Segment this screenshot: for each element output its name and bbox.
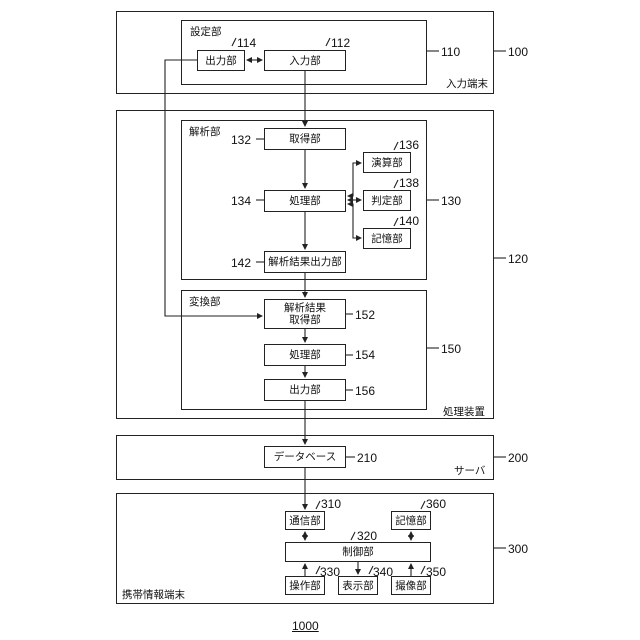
analysis-memory-ref: 140 [399,214,419,228]
result-output-ref: 142 [231,256,251,270]
mobile-terminal-ref: 300 [508,542,528,556]
analysis-process-ref: 134 [231,194,251,208]
acquire-box: 取得部 [264,128,346,150]
mobile-terminal-label: 携帯情報端末 [122,587,185,602]
judge-ref: 138 [399,176,419,190]
database-box: データベース [264,446,346,468]
comm-box: 通信部 [285,511,325,530]
processing-device-ref: 120 [508,252,528,266]
control-ref: 320 [357,529,377,543]
result-acquire-box: 解析結果 取得部 [264,299,346,329]
conversion-output-ref: 156 [355,384,375,398]
processing-device-label: 処理装置 [443,404,485,419]
settings-output-box: 出力部 [197,50,245,71]
result-acquire-line2: 取得部 [289,314,321,326]
result-acquire-line1: 解析結果 [284,302,326,314]
calc-box: 演算部 [363,152,411,173]
judge-box: 判定部 [363,190,411,211]
settings-output-ref: 114 [237,36,256,50]
settings-ref: 110 [441,45,460,59]
mobile-memory-ref: 360 [426,497,446,511]
display-box: 表示部 [338,576,378,595]
mobile-memory-box: 記憶部 [391,511,431,530]
result-output-box: 解析結果出力部 [264,251,346,273]
settings-label: 設定部 [190,24,222,39]
analysis-process-box: 処理部 [264,190,346,212]
result-acquire-ref: 152 [355,308,375,322]
figure-label: 1000 [292,619,319,633]
acquire-ref: 132 [231,133,251,147]
conversion-process-box: 処理部 [264,344,346,366]
input-terminal-label: 入力端末 [446,76,488,91]
server-ref: 200 [508,451,528,465]
control-box: 制御部 [285,542,431,562]
settings-input-ref: 112 [331,36,350,50]
operation-box: 操作部 [285,576,325,595]
input-terminal-ref: 100 [508,45,528,59]
analysis-memory-box: 記憶部 [363,228,411,249]
settings-input-box: 入力部 [264,50,346,71]
database-ref: 210 [357,451,377,465]
conversion-ref: 150 [441,342,461,356]
conversion-label: 変換部 [189,294,221,309]
camera-box: 撮像部 [391,576,431,595]
conversion-output-box: 出力部 [264,379,346,401]
comm-ref: 310 [321,497,341,511]
camera-ref: 350 [426,565,446,579]
conversion-process-ref: 154 [355,348,375,362]
server-label: サーバ [454,463,485,478]
analysis-ref: 130 [441,194,461,208]
analysis-label: 解析部 [189,124,221,139]
calc-ref: 136 [399,138,419,152]
